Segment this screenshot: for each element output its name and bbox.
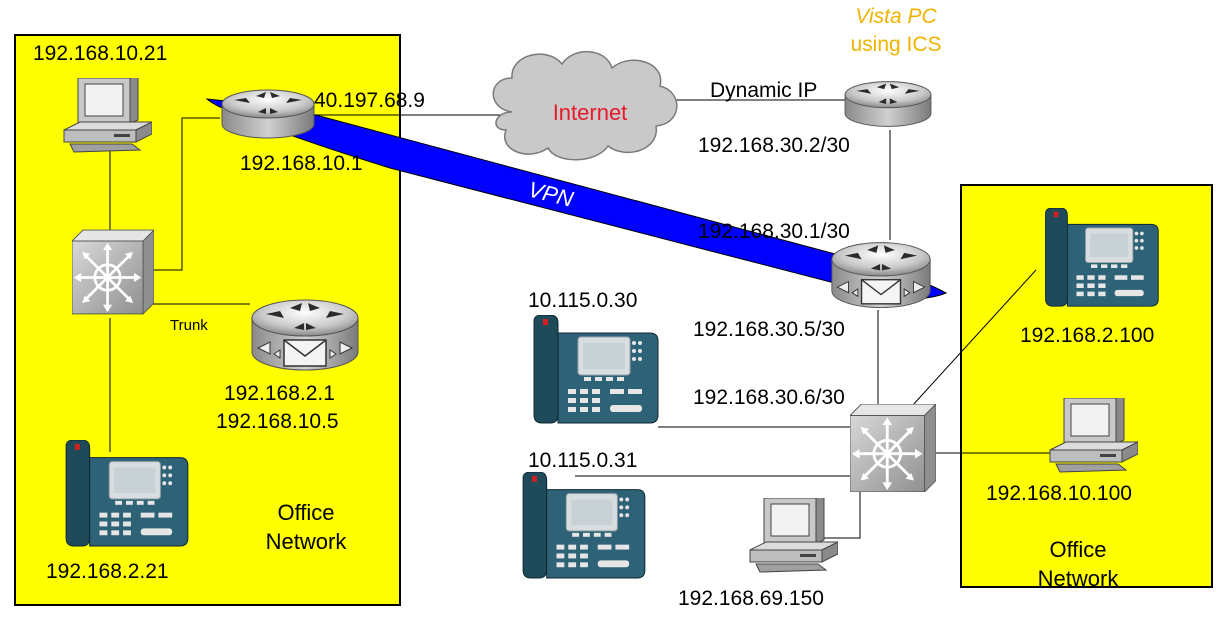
right-pc-ip-label: 192.168.10.100 [986, 482, 1132, 505]
trunk-label: Trunk [170, 317, 208, 334]
left-switch-icon [72, 228, 154, 316]
internet-label: Internet [553, 100, 628, 125]
voice-router-ip1-label: 192.168.2.1 [224, 382, 335, 405]
left-phone-ip-label: 192.168.2.21 [46, 560, 169, 583]
left-pc-ip-label: 192.168.10.21 [33, 42, 167, 65]
left-office-label-line2: Network [266, 529, 348, 554]
phone-a-icon [533, 315, 659, 424]
phone-a-ip-label: 10.115.0.30 [528, 289, 637, 312]
remote-router-wan-label: 192.168.30.1/30 [698, 220, 850, 243]
right-office-label-line1: Office [1049, 537, 1106, 562]
right-office-label-line2: Network [1038, 566, 1120, 591]
vpn-label: VPN [526, 177, 576, 212]
left-office-label-line1: Office [277, 500, 334, 525]
voice-router-icon [251, 299, 359, 371]
phone-b-ip-label: 10.115.0.31 [528, 449, 637, 472]
right-phone-ip-label: 192.168.2.100 [1020, 324, 1154, 347]
ics-lan-ip-label: 192.168.30.2/30 [698, 134, 850, 157]
voice-router-ip2-label: 192.168.10.5 [216, 410, 339, 433]
remote-pc-ip-label: 192.168.69.150 [678, 587, 824, 610]
internet-cloud [492, 50, 678, 161]
remote-voice-router-icon [831, 241, 931, 309]
dynamic-ip-label: Dynamic IP [710, 79, 817, 102]
left-router-wan-label: 40.197.68.9 [314, 89, 425, 112]
remote-router-lan-label: 192.168.30.5/30 [693, 318, 845, 341]
left-router-lan-label: 192.168.10.1 [240, 152, 363, 175]
vista-label-line1: Vista PC [855, 5, 937, 28]
ics-router-icon [844, 81, 932, 127]
phone-b-icon [522, 472, 646, 579]
remote-switch-icon [850, 404, 936, 492]
remote-pc-icon [749, 498, 838, 573]
vista-label-line2: using ICS [850, 33, 941, 56]
left-router-icon [221, 89, 315, 139]
remote-switch-ip-label: 192.168.30.6/30 [693, 386, 845, 409]
